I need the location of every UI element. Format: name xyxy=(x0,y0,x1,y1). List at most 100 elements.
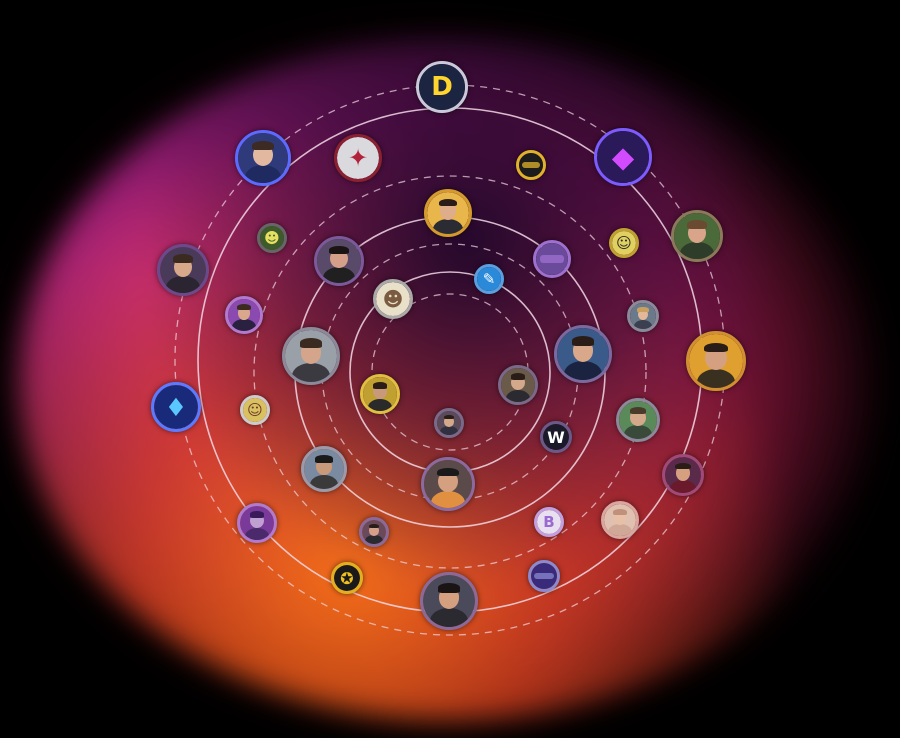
avatar-head xyxy=(637,308,649,321)
avatar-yellow-cartoon-2[interactable]: ☺ xyxy=(240,395,270,425)
avatar-logo-icon: ☺ xyxy=(247,401,263,419)
avatar-purple-girl[interactable] xyxy=(237,503,277,543)
avatar-hair xyxy=(438,198,458,207)
avatar-logo-icon: D xyxy=(431,72,453,102)
avatar-body xyxy=(564,361,602,380)
avatar-badge-yellow[interactable] xyxy=(516,150,546,180)
avatar-image xyxy=(243,398,267,422)
avatar-w-logo[interactable]: W xyxy=(540,421,572,453)
avatar-man-dark[interactable] xyxy=(314,236,364,286)
avatar-body xyxy=(323,267,355,283)
avatar-man-blue-ring[interactable] xyxy=(235,130,291,186)
avatar-logo-icon: ◆ xyxy=(611,140,635,174)
avatar-body xyxy=(670,480,696,493)
avatar-blue-shield[interactable]: ♦ xyxy=(151,382,201,432)
avatar-man-green[interactable] xyxy=(671,210,723,262)
avatar-man-long-hair[interactable] xyxy=(282,327,340,385)
avatar-ninja[interactable]: ✪ xyxy=(331,562,363,594)
avatar-body xyxy=(440,426,458,435)
avatar-hair xyxy=(252,141,274,150)
avatar-body xyxy=(633,319,653,329)
avatar-hair xyxy=(686,220,708,229)
avatar-body xyxy=(232,319,256,331)
avatar-head xyxy=(369,525,379,536)
avatar-b-logo[interactable]: B xyxy=(534,507,564,537)
avatar-body xyxy=(367,398,393,411)
avatar-logo-icon: ✪ xyxy=(340,568,354,588)
avatar-man-smile[interactable] xyxy=(424,189,472,237)
avatar-hair xyxy=(368,523,380,529)
avatar-man-cap[interactable] xyxy=(301,446,347,492)
avatar-image xyxy=(543,424,569,450)
avatar-logo-icon: ✦ xyxy=(347,144,369,172)
avatar-man-yellow[interactable] xyxy=(686,331,746,391)
avatar-image xyxy=(537,510,561,534)
avatar-logo-icon: ♦ xyxy=(164,392,188,422)
avatar-small-pale[interactable]: ☻ xyxy=(373,279,413,319)
avatar-body xyxy=(624,425,652,439)
avatar-hair xyxy=(510,373,526,380)
avatar-hair xyxy=(249,511,265,518)
avatar-logo-d[interactable]: D xyxy=(416,61,468,113)
avatar-hair xyxy=(629,407,647,414)
avatar-badge-stripe xyxy=(521,162,541,168)
avatar-logo-icon: W xyxy=(547,427,565,447)
avatar-hair xyxy=(299,338,323,348)
avatar-man-small-2[interactable] xyxy=(434,408,464,438)
avatar-image xyxy=(419,64,465,110)
avatar-hair xyxy=(236,304,252,310)
avatar-small-cartoon[interactable]: ☻ xyxy=(257,223,287,253)
avatar-image xyxy=(260,226,284,250)
avatar-man-red[interactable] xyxy=(662,454,704,496)
avatar-man-glasses[interactable] xyxy=(616,398,660,442)
avatar-image xyxy=(334,565,360,591)
avatar-body xyxy=(309,474,339,489)
avatar-man-small-1[interactable] xyxy=(498,365,538,405)
avatar-image xyxy=(597,131,649,183)
avatar-anime[interactable]: ✦ xyxy=(334,134,382,182)
avatar-purple-logo[interactable]: ◆ xyxy=(594,128,652,186)
avatar-man-beard[interactable] xyxy=(157,244,209,296)
avatar-image xyxy=(477,267,501,291)
avatar-cartoon-sign[interactable] xyxy=(533,240,571,278)
avatar-man-purple[interactable] xyxy=(225,296,263,334)
avatar-logo-icon: ✎ xyxy=(482,270,496,288)
avatar-body xyxy=(166,276,200,293)
avatar-image xyxy=(376,282,410,316)
avatar-sign-badge[interactable] xyxy=(528,560,560,592)
avatar-man-beard-2[interactable] xyxy=(360,374,400,414)
avatar-hair xyxy=(437,467,459,477)
avatar-head xyxy=(444,416,454,427)
avatar-body xyxy=(680,242,714,259)
avatar-image xyxy=(337,137,379,179)
avatar-man-small-3[interactable] xyxy=(359,517,389,547)
avatar-salute[interactable] xyxy=(420,572,478,630)
avatar-hair xyxy=(675,462,691,470)
avatar-body xyxy=(430,608,468,627)
avatar-man-blond[interactable] xyxy=(627,300,659,332)
avatar-man-suit[interactable] xyxy=(554,325,612,383)
avatar-badge-stripe xyxy=(534,572,554,580)
avatar-hair xyxy=(443,414,455,420)
avatar-body xyxy=(505,389,531,402)
avatar-image xyxy=(154,385,198,429)
avatar-body xyxy=(696,368,736,388)
avatar-body xyxy=(432,218,464,234)
avatar-body xyxy=(608,524,632,536)
avatar-logo-icon: ☻ xyxy=(264,229,280,247)
avatar-blurred[interactable] xyxy=(601,501,639,539)
avatar-body xyxy=(430,490,466,508)
avatar-logo-icon: ☻ xyxy=(382,287,404,311)
avatar-logo-icon: ☺ xyxy=(616,234,632,252)
avatar-hair xyxy=(329,246,349,254)
avatar-hair xyxy=(315,455,333,463)
avatar-man-sunglasses[interactable] xyxy=(421,457,475,511)
avatar-logo-icon: B xyxy=(543,513,555,531)
avatar-body xyxy=(365,535,383,544)
avatar-hair xyxy=(612,509,628,515)
avatar-body xyxy=(292,363,330,382)
avatar-feather-logo[interactable]: ✎ xyxy=(474,264,504,294)
avatar-yellow-cartoon[interactable]: ☺ xyxy=(609,228,639,258)
avatar-image xyxy=(612,231,636,255)
